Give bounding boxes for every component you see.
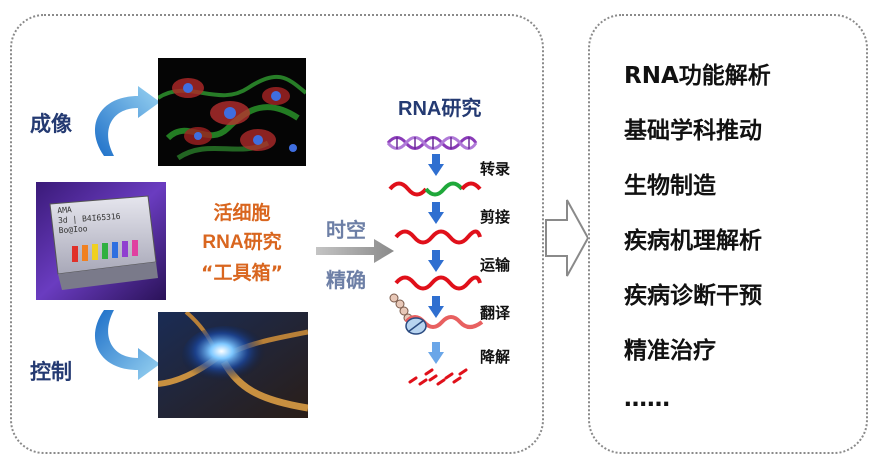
step-label-degradation: 降解 [480,348,511,366]
step-label-splicing: 剪接 [480,208,511,226]
step-arrow-icon [428,202,444,224]
hollow-right-arrow-icon [545,199,590,277]
fluorescence-cell-image [158,58,306,166]
application-basic-science: 基础学科推动 [624,118,762,144]
application-ellipsis: …… [624,386,670,412]
spatiotemporal-label-bottom: 精确 [326,268,366,292]
step-arrow-icon [428,296,444,318]
step-label-translation: 翻译 [480,304,511,322]
application-diagnosis-intervention: 疾病诊断干预 [624,283,762,309]
kit-label: AMA 3d | B4I65316 Bo@Ioo [57,205,121,236]
application-biomanufacturing: 生物制造 [624,173,716,199]
toolbox-title-line3: “工具箱” [201,262,283,284]
step-label-transcription: 转录 [480,160,511,178]
curved-arrow-down-icon [94,310,160,380]
applications-list: RNA功能解析 基础学科推动 生物制造 疾病机理解析 疾病诊断干预 精准治疗 …… [624,56,771,426]
application-precision-therapy: 精准治疗 [624,338,716,364]
application-disease-mechanism: 疾病机理解析 [624,228,762,254]
application-rna-function: RNA功能解析 [624,63,771,89]
neuron-image [158,312,308,418]
toolbox-title: 活细胞 RNA研究 “工具箱” [178,198,306,288]
step-arrow-icon [428,154,444,176]
control-label: 控制 [30,360,72,384]
rna-strand-spliced-icon [394,229,482,245]
rna-strand-transcribed-icon [388,181,482,197]
toolbox-title-line2: RNA研究 [202,232,282,253]
step-label-transport: 运输 [480,256,511,274]
imaging-label: 成像 [30,112,72,136]
rna-strand-transported-icon [394,275,482,291]
right-arrow-icon [316,239,394,263]
step-arrow-icon [428,342,444,364]
dna-helix-icon [386,136,478,150]
toolbox-title-line1: 活细胞 [213,202,271,224]
rna-degraded-fragments-icon [408,368,468,386]
spatiotemporal-label-top: 时空 [326,218,366,242]
ribosome-translation-icon [389,293,484,335]
curved-arrow-up-icon [94,86,160,156]
rna-study-title: RNA研究 [398,98,482,120]
right-panel [588,14,868,454]
toolbox-kit-image [36,182,166,300]
step-arrow-icon [428,250,444,272]
